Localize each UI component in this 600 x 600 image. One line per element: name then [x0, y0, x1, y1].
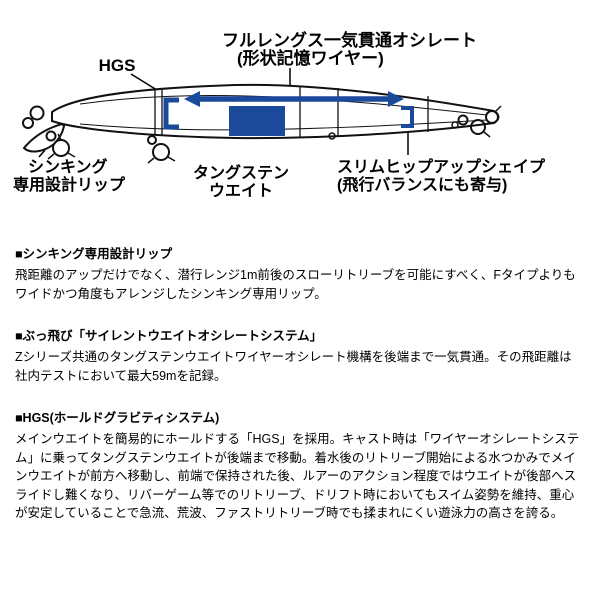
section-lip: ■シンキング専用設計リップ 飛距離のアップだけでなく、潜行レンジ1m前後のスロー… — [15, 245, 584, 303]
tungsten-weight-block — [229, 106, 285, 136]
rear-treble-hook-2 — [485, 110, 499, 124]
belly-hook-ring — [147, 135, 157, 145]
sinking-lip-shape — [22, 122, 66, 153]
weight-label-line1: タングステン — [193, 163, 289, 182]
section-body: 飛距離のアップだけでなく、潜行レンジ1m前後のスローリトリーブを可能にすべく、F… — [15, 268, 576, 301]
front-split-ring — [22, 117, 34, 129]
hip-label-line2: (飛行バランスにも寄与) — [337, 175, 507, 194]
oscillate-arrowhead-right — [388, 91, 404, 107]
front-hook-prongs — [47, 133, 76, 160]
oscillate-label-line1: フルレングス一気貫通オシレート — [222, 30, 477, 50]
section-heading: ■シンキング専用設計リップ — [15, 247, 173, 261]
belly-treble-hook — [152, 143, 170, 161]
section-oscillate: ■ぶっ飛び「サイレントウエイトオシレートシステム」 Zシリーズ共通のタングステン… — [15, 327, 584, 385]
section-body: メインウエイトを簡易的にホールドする「HGS」を採用。キャスト時は「ワイヤーオシ… — [15, 432, 580, 521]
description-text: ■シンキング専用設計リップ 飛距離のアップだけでなく、潜行レンジ1m前後のスロー… — [0, 225, 600, 523]
hgs-label: HGS — [99, 56, 136, 75]
rear-eyelet — [451, 121, 459, 129]
oscillate-arrowhead-left — [184, 91, 200, 107]
section-heading: ■HGS(ホールドグラビティシステム) — [15, 411, 220, 426]
section-body: Zシリーズ共通のタングステンウエイトワイヤーオシレート機構を後端まで一気貫通。そ… — [15, 350, 572, 383]
section-hgs: ■HGS(ホールドグラビティシステム) メインウエイトを簡易的にホールドする「H… — [15, 409, 584, 523]
section-heading: ■ぶっ飛び「サイレントウエイトオシレートシステム」 — [15, 329, 323, 344]
hip-label-line1: スリムヒップアップシェイプ — [337, 157, 546, 176]
belly-eyelet — [328, 132, 336, 140]
lip-label-line1: シンキング — [28, 157, 108, 176]
hgs-holder-clip — [163, 97, 179, 130]
lure-diagram-svg: HGS フルレングス一気貫通オシレート (形状記憶ワイヤー) シンキング 専用設… — [13, 30, 546, 200]
rear-hook-ring — [457, 114, 469, 126]
front-hook-ring — [45, 130, 57, 142]
rear-treble-hook — [470, 119, 486, 135]
weight-label-line2: ウエイト — [209, 182, 273, 200]
front-treble-hook — [52, 139, 70, 157]
lip-label-line2: 専用設計リップ — [13, 175, 126, 194]
front-line-tie-ring — [29, 105, 45, 121]
rear-hook-prongs — [483, 105, 502, 138]
lure-diagram: HGS フルレングス一気貫通オシレート (形状記憶ワイヤー) シンキング 専用設… — [0, 0, 600, 225]
belly-hook-prongs — [147, 156, 176, 164]
rear-weight-stop-clip — [401, 106, 414, 128]
lip-leader-line — [38, 149, 46, 158]
oscillate-label-line2: (形状記憶ワイヤー) — [237, 48, 384, 68]
